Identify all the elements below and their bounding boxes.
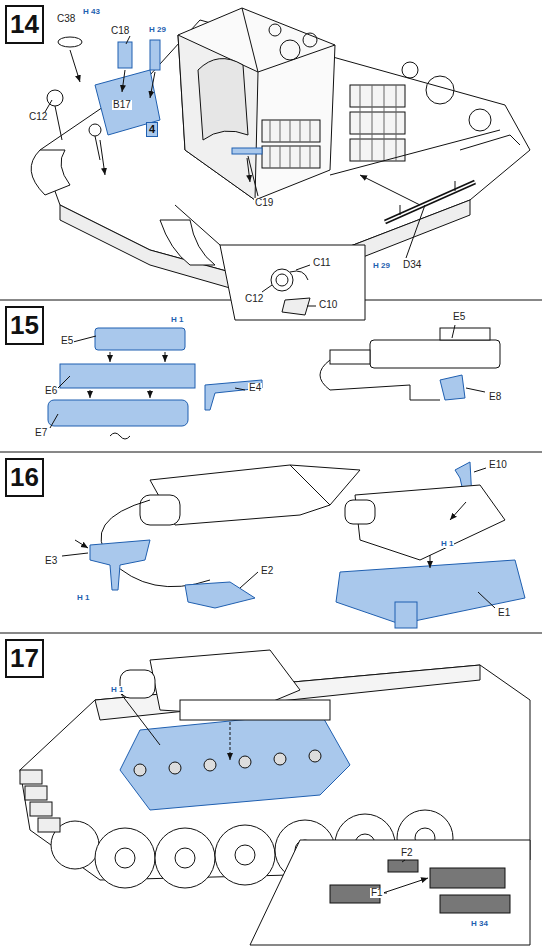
paint-code: H 29 <box>148 26 167 34</box>
part-label: E4 <box>248 383 262 393</box>
part-label: E3 <box>44 556 58 566</box>
part-label: C11 <box>312 258 332 268</box>
paint-code: H 1 <box>170 316 184 324</box>
step-number-box: 16 <box>5 458 44 497</box>
paint-code: H 1 <box>110 686 124 694</box>
part-label: B17 <box>112 100 132 110</box>
part-label: E1 <box>497 608 511 618</box>
step-number-box: 17 <box>5 639 44 678</box>
step-number: 16 <box>10 462 39 493</box>
step-number-box: 14 <box>5 5 44 44</box>
quantity-mark: 4 <box>146 122 158 137</box>
part-label: C18 <box>110 26 130 36</box>
step-number: 15 <box>10 310 39 341</box>
step-number: 17 <box>10 643 39 674</box>
part-label: E8 <box>488 392 502 402</box>
part-label: F2 <box>400 848 414 858</box>
part-label: E7 <box>34 428 48 438</box>
part-label: C10 <box>318 300 338 310</box>
part-label: E6 <box>44 386 58 396</box>
part-label: C12 <box>244 294 264 304</box>
part-label: E5 <box>60 336 74 346</box>
paint-code: H 43 <box>82 8 101 16</box>
paint-code: H 34 <box>470 920 489 928</box>
part-label: C12 <box>28 112 48 122</box>
step-number: 14 <box>10 9 39 40</box>
part-label: C19 <box>254 198 274 208</box>
part-label: C38 <box>56 14 76 24</box>
paint-code: H 1 <box>76 594 90 602</box>
part-label: F1 <box>370 888 384 898</box>
paint-code: H 1 <box>440 540 454 548</box>
part-label: E5 <box>452 312 466 322</box>
part-label: D34 <box>402 260 422 270</box>
part-label: E10 <box>488 460 508 470</box>
step-number-box: 15 <box>5 306 44 345</box>
part-label: E2 <box>260 566 274 576</box>
paint-code: H 29 <box>372 262 391 270</box>
